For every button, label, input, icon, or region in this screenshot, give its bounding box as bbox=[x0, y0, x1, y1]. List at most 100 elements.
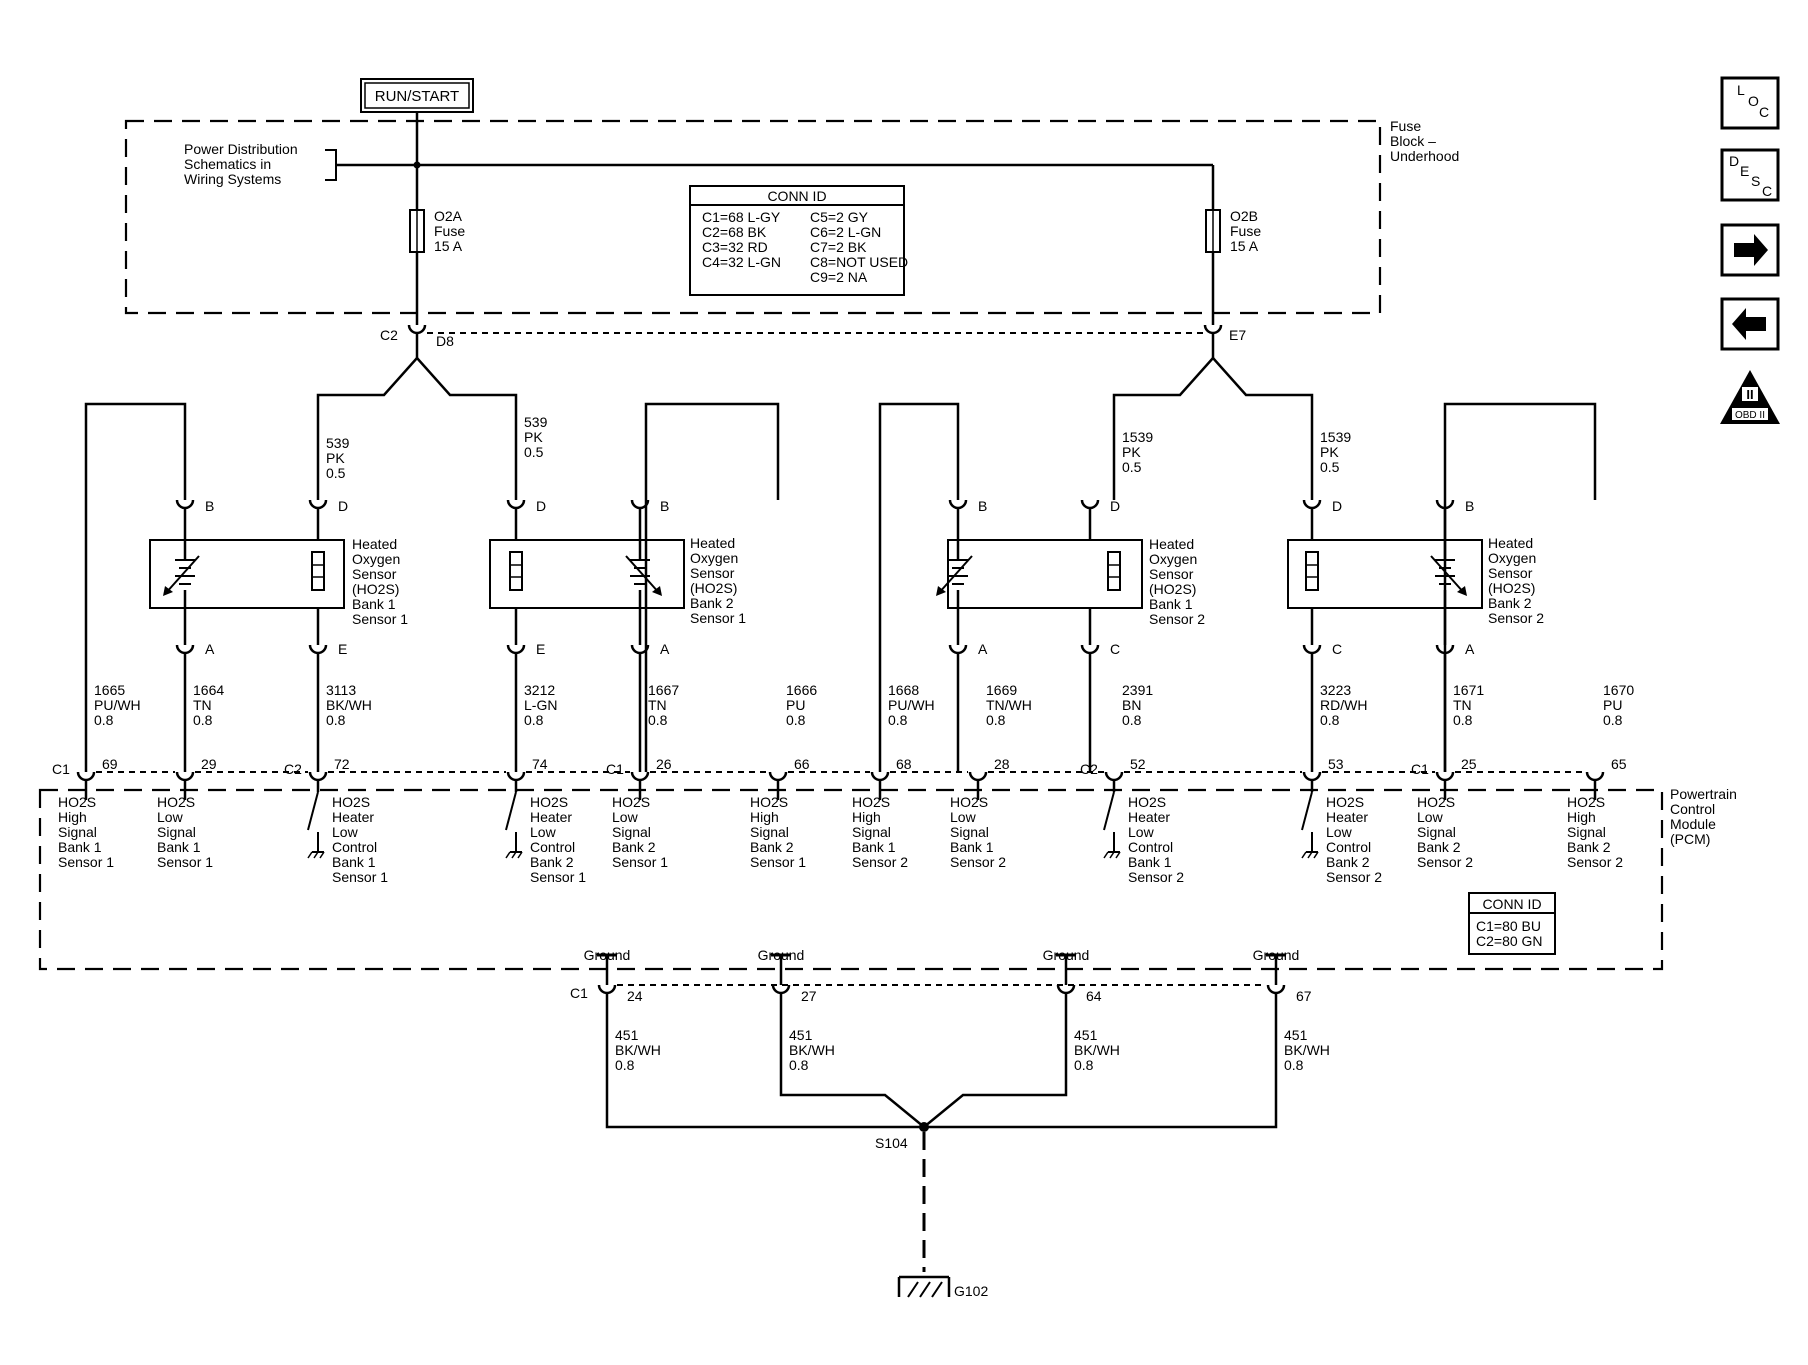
wire-color: L-GN bbox=[524, 697, 557, 713]
loc-button[interactable]: L O C bbox=[1720, 76, 1780, 130]
pcm-function-label: Sensor 2 bbox=[950, 854, 1006, 870]
wire-color: BN bbox=[1122, 697, 1141, 713]
pcm-function-label: Heater bbox=[1128, 809, 1170, 825]
wire-color: PU/WH bbox=[888, 697, 935, 713]
sensor-pin-top: B bbox=[978, 498, 987, 514]
svg-text:PK: PK bbox=[1122, 444, 1141, 460]
svg-text:(PCM): (PCM) bbox=[1670, 831, 1710, 847]
pcm-function-label: HO2S bbox=[157, 794, 195, 810]
sensor-box-bank1-sensor1 bbox=[149, 539, 345, 609]
pcm-function-label: Bank 1 bbox=[852, 839, 896, 855]
pcm-function-label: Sensor 2 bbox=[852, 854, 908, 870]
fuse-block-connectors: C2 D8 E7 bbox=[380, 324, 1246, 349]
pcm-connector: C1 bbox=[1411, 761, 1429, 777]
svg-text:D: D bbox=[1729, 153, 1739, 169]
pcm-pin: 25 bbox=[1461, 756, 1477, 772]
ground-pin: 24 bbox=[627, 988, 643, 1004]
fuse-o2a: O2A Fuse 15 A bbox=[409, 208, 465, 254]
supply-forks bbox=[316, 345, 1314, 500]
pcm-function-label: Sensor 1 bbox=[157, 854, 213, 870]
pcm-function-label: Sensor 1 bbox=[58, 854, 114, 870]
wire-circuit: 1667 bbox=[648, 682, 679, 698]
svg-text:C1=68 L-GY: C1=68 L-GY bbox=[702, 209, 781, 225]
svg-text:Sensor: Sensor bbox=[1149, 566, 1194, 582]
pcm-pin: 69 bbox=[102, 756, 118, 772]
svg-text:Sensor 1: Sensor 1 bbox=[352, 611, 408, 627]
sensor-pin-top: D bbox=[536, 498, 546, 514]
svg-text:Fuse: Fuse bbox=[1230, 223, 1261, 239]
wire-circuit: 2391 bbox=[1122, 682, 1153, 698]
pcm-function-label: Low bbox=[332, 824, 359, 840]
svg-text:Sensor: Sensor bbox=[1488, 565, 1533, 581]
pcm-function-label: Signal bbox=[1567, 824, 1606, 840]
ground-wire-gauge: 0.8 bbox=[789, 1057, 809, 1073]
ground-label: Ground bbox=[758, 947, 805, 963]
svg-text:C9=2 NA: C9=2 NA bbox=[810, 269, 868, 285]
svg-text:539: 539 bbox=[326, 435, 350, 451]
svg-text:Fuse: Fuse bbox=[1390, 118, 1421, 134]
pcm-function-label: Bank 2 bbox=[1326, 854, 1370, 870]
sensor-pin-top: D bbox=[1110, 498, 1120, 514]
svg-text:(HO2S): (HO2S) bbox=[352, 581, 399, 597]
ground-label: Ground bbox=[584, 947, 631, 963]
pcm-function-label: HO2S bbox=[1417, 794, 1455, 810]
pcm-function-label: Heater bbox=[1326, 809, 1368, 825]
wire-circuit: 3212 bbox=[524, 682, 555, 698]
prev-arrow-button[interactable] bbox=[1720, 297, 1780, 351]
ground-wire-gauge: 0.8 bbox=[1074, 1057, 1094, 1073]
svg-text:Fuse: Fuse bbox=[434, 223, 465, 239]
sensor-label-2: Heated Oxygen Sensor (HO2S) Bank 2 Senso… bbox=[690, 535, 746, 626]
wire-gauge: 0.8 bbox=[1453, 712, 1473, 728]
svg-text:Heated: Heated bbox=[1488, 535, 1533, 551]
sensor-pin-top: D bbox=[1332, 498, 1342, 514]
pcm-connector: C1 bbox=[52, 761, 70, 777]
svg-text:C2=80 GN: C2=80 GN bbox=[1476, 933, 1543, 949]
pcm-function-label: High bbox=[750, 809, 779, 825]
pcm-function-label: Low bbox=[157, 809, 184, 825]
svg-text:Schematics in: Schematics in bbox=[184, 156, 271, 172]
pcm-function-label: Heater bbox=[530, 809, 572, 825]
ground-wire-color: BK/WH bbox=[1074, 1042, 1120, 1058]
ground-wire-circuit: 451 bbox=[1284, 1027, 1308, 1043]
sensor-box-bank1-sensor2 bbox=[947, 539, 1143, 609]
ground-wire-gauge: 0.8 bbox=[615, 1057, 635, 1073]
pcm-connector: C2 bbox=[1080, 761, 1098, 777]
svg-text:Heated: Heated bbox=[1149, 536, 1194, 552]
sensor-pin-bottom: E bbox=[338, 641, 347, 657]
pcm-function-label: Signal bbox=[750, 824, 789, 840]
pcm-function-label: Low bbox=[1417, 809, 1444, 825]
sensor-pin-top: D bbox=[338, 498, 348, 514]
svg-text:II: II bbox=[1746, 387, 1753, 402]
svg-text:C8=NOT USED: C8=NOT USED bbox=[810, 254, 908, 270]
ground-layer: Ground24451BK/WH0.8Ground27451BK/WH0.8Gr… bbox=[570, 947, 1330, 1129]
svg-text:CONN ID: CONN ID bbox=[1482, 896, 1541, 912]
obd-ii-button[interactable]: II OBD II bbox=[1720, 370, 1780, 424]
pcm-connector: C2 bbox=[284, 761, 302, 777]
pcm-function-label: Sensor 2 bbox=[1567, 854, 1623, 870]
pcm-function-label: Control bbox=[332, 839, 377, 855]
pcm-function-label: Low bbox=[1326, 824, 1353, 840]
pcm-function-label: Signal bbox=[852, 824, 891, 840]
pcm-function-label: Sensor 1 bbox=[332, 869, 388, 885]
svg-text:C3=32 RD: C3=32 RD bbox=[702, 239, 768, 255]
pcm-function-label: Heater bbox=[332, 809, 374, 825]
svg-text:Bank 2: Bank 2 bbox=[1488, 595, 1532, 611]
pcm-pin: 29 bbox=[201, 756, 217, 772]
wire-gauge: 0.8 bbox=[786, 712, 806, 728]
pcm-function-label: High bbox=[852, 809, 881, 825]
pcm-function-label: HO2S bbox=[1326, 794, 1364, 810]
svg-text:Powertrain: Powertrain bbox=[1670, 786, 1737, 802]
desc-button[interactable]: D E S C bbox=[1720, 148, 1780, 202]
wire-gauge: 0.8 bbox=[94, 712, 114, 728]
splice-s104: S104 bbox=[875, 1122, 929, 1151]
pcm-function-label: Bank 1 bbox=[950, 839, 994, 855]
sensor-pin-bottom: C bbox=[1332, 641, 1342, 657]
pcm-function-label: High bbox=[58, 809, 87, 825]
svg-text:Oxygen: Oxygen bbox=[352, 551, 400, 567]
svg-text:C2: C2 bbox=[380, 327, 398, 343]
svg-text:Bank 1: Bank 1 bbox=[352, 596, 396, 612]
next-arrow-button[interactable] bbox=[1720, 223, 1780, 277]
ground-pin: 64 bbox=[1086, 988, 1102, 1004]
svg-text:0.5: 0.5 bbox=[524, 444, 544, 460]
